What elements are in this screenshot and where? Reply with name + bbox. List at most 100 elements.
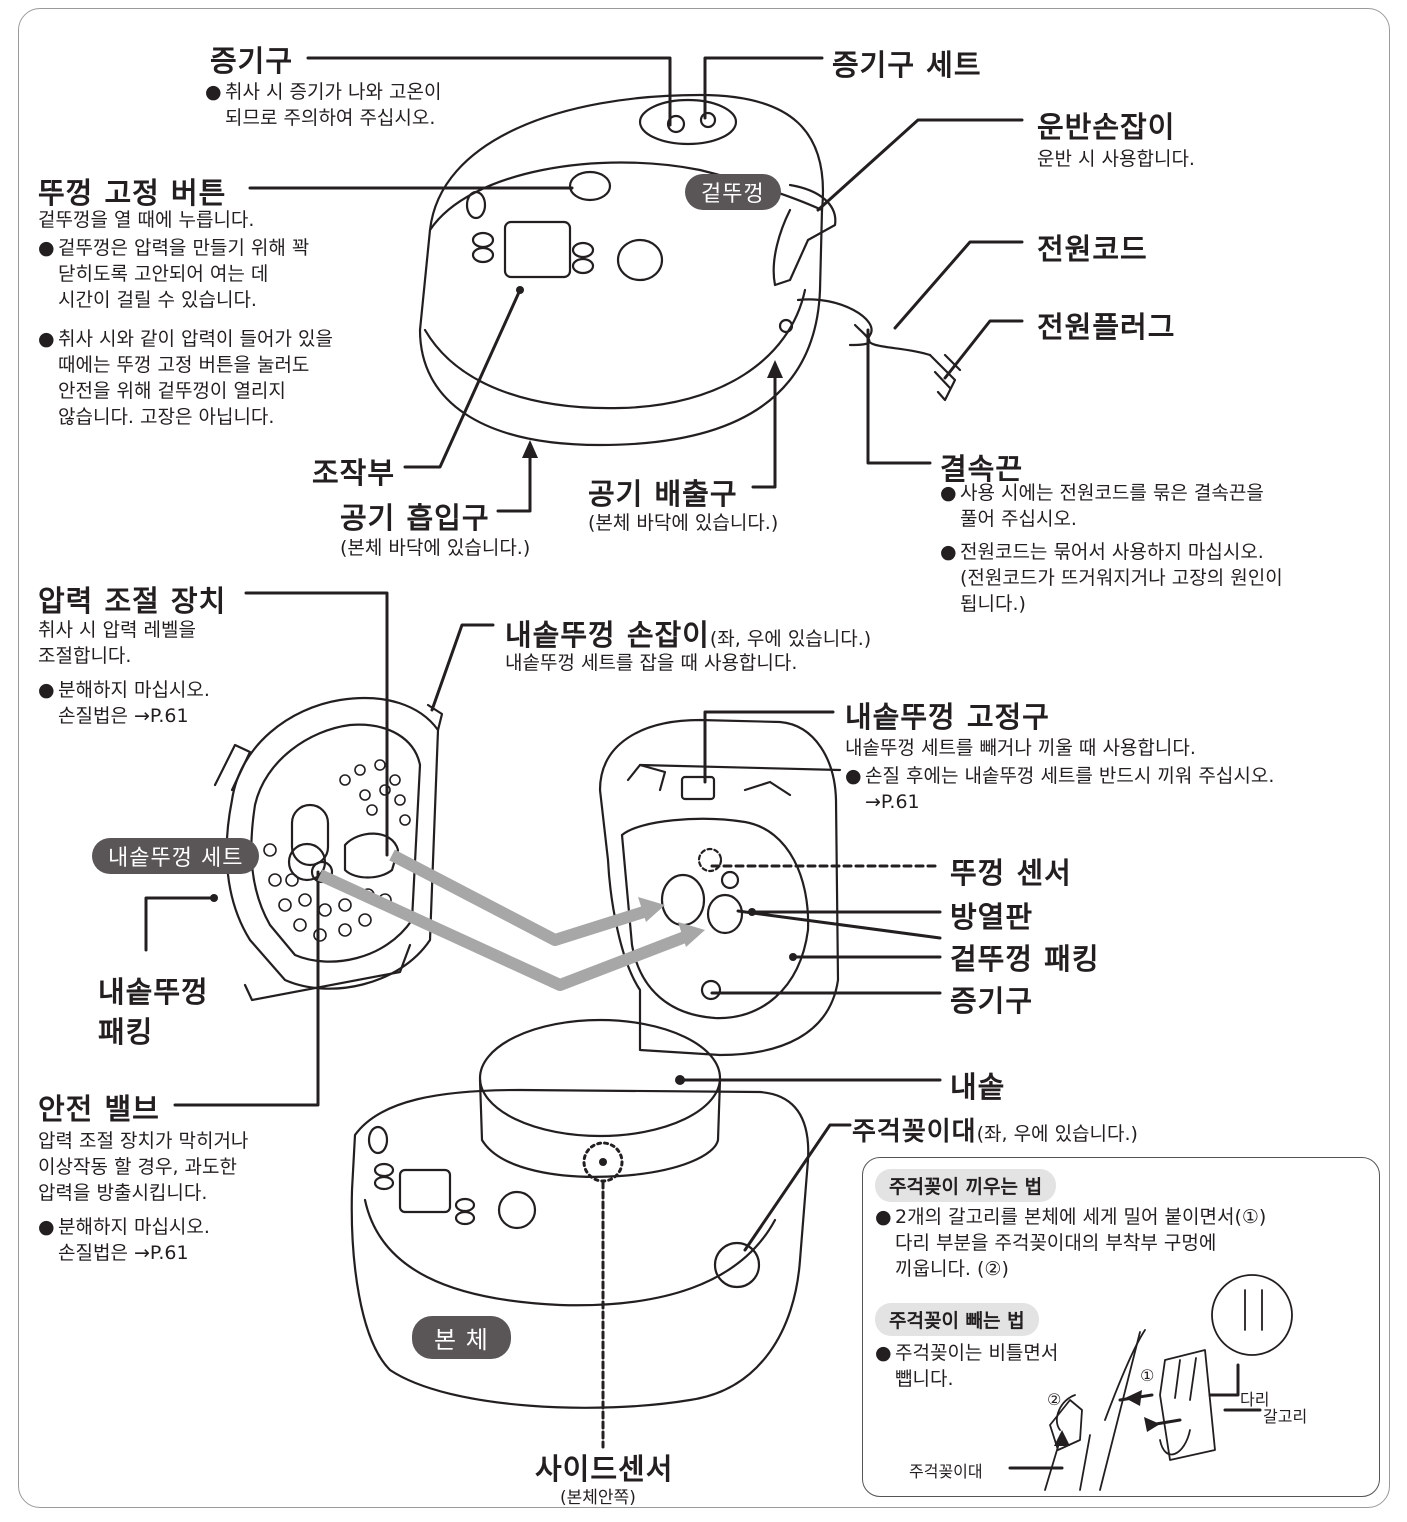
note-line: 끼웁니다. (②): [895, 1258, 1009, 1280]
bullet: ●: [845, 765, 862, 787]
note-line: 취사 시와 같이 압력이 들어가 있을: [58, 328, 333, 350]
note-line: 되므로 주의하여 주십시오.: [225, 107, 436, 129]
desc-line: 이상작동 할 경우, 과도한: [38, 1156, 237, 1178]
tie-note-1: ●사용 시에는 전원코드를 묶은 결속끈을 풀어 주십시오.: [940, 480, 1264, 532]
leader-dots: [210, 286, 797, 1166]
step-2-marker: ②: [1047, 1390, 1062, 1409]
note-line: 취사 시 증기가 나와 고온이: [225, 81, 442, 103]
inner-lid-set-pill: 내솥뚜껑 세트: [92, 838, 260, 874]
steam-port-label: 증기구: [950, 984, 1034, 1018]
body-drawing: [350, 1018, 810, 1409]
inner-lid-holder-note: ●손질 후에는 내솥뚜껑 세트를 반드시 끼워 주십시오. →P.61: [845, 763, 1274, 815]
arrow-heads: [522, 360, 1160, 1446]
inner-lid-holder-label: 내솥뚜껑 고정구: [845, 700, 1050, 734]
inner-lid-holder-desc: 내솥뚜껑 세트를 빼거나 끼울 때 사용합니다.: [845, 737, 1196, 759]
note-line: 손질법은 →P.61: [58, 1242, 189, 1264]
bullet: ●: [875, 1342, 892, 1364]
power-cord-label: 전원코드: [1037, 232, 1148, 266]
steam-vent-set-label: 증기구 세트: [832, 48, 982, 82]
paddle-holder-side: (좌, 우에 있습니다.): [976, 1123, 1138, 1145]
outer-lid-pill: 겉뚜껑: [685, 174, 781, 210]
desc-line: 취사 시 압력 레벨을: [38, 619, 196, 641]
control-panel-label: 조작부: [312, 456, 396, 490]
inner-lid-packing-label: 내솥뚜껑 패킹: [98, 972, 209, 1052]
note-line: 다리 부분을 주걱꽂이대의 부착부 구멍에: [895, 1232, 1217, 1254]
steam-vent-label: 증기구: [210, 44, 294, 78]
side-sensor-desc: (본체안쪽): [560, 1488, 636, 1508]
lid-button-note-1: ●겉뚜껑은 압력을 만들기 위해 꽉 닫히도록 고안되어 여는 데 시간이 걸릴…: [38, 235, 309, 313]
note-line: 뺍니다.: [895, 1368, 954, 1390]
side-sensor-label: 사이드센서: [535, 1452, 674, 1486]
note-line: 않습니다. 고장은 아닙니다.: [58, 406, 275, 428]
carry-handle-desc: 운반 시 사용합니다.: [1037, 148, 1195, 170]
note-line: 사용 시에는 전원코드를 묶은 결속끈을: [960, 482, 1264, 504]
inner-lid-set-drawing: [213, 696, 444, 1002]
desc-line: 압력 조절 장치가 막히거나: [38, 1130, 249, 1152]
hook-label: 갈고리: [1263, 1407, 1308, 1426]
air-exhaust-label: 공기 배출구: [588, 477, 738, 511]
note-line: 분해하지 마십시오.: [58, 1216, 210, 1238]
attach-text: ●2개의 갈고리를 본체에 세게 밀어 붙이면서(①) 다리 부분을 주걱꽂이대…: [875, 1204, 1266, 1282]
paddle-holder-title: 주걱꽂이대: [852, 1117, 977, 1147]
note-line: 전원코드는 묶어서 사용하지 마십시오.: [960, 541, 1264, 563]
note-line: 됩니다.): [960, 593, 1026, 615]
safety-valve-desc: 압력 조절 장치가 막히거나 이상작동 할 경우, 과도한 압력을 방출시킵니다…: [38, 1128, 248, 1206]
body-pill: 본 체: [412, 1316, 511, 1359]
carry-handle-label: 운반손잡이: [1037, 110, 1176, 144]
pressure-regulator-desc: 취사 시 압력 레벨을 조절합니다.: [38, 617, 196, 669]
note-line: (전원코드가 뜨거워지거나 고장의 원인이: [960, 567, 1283, 589]
bullet: ●: [38, 328, 55, 350]
air-exhaust-desc: (본체 바닥에 있습니다.): [588, 512, 779, 534]
paddle-holder-note-box: [862, 1157, 1380, 1497]
air-intake-label: 공기 흡입구: [340, 501, 490, 535]
closed-cooker: [418, 93, 962, 447]
steam-vent-note: ●취사 시 증기가 나와 고온이 되므로 주의하여 주십시오.: [205, 79, 441, 131]
inner-lid-handle-desc: 내솥뚜껑 세트를 잡을 때 사용합니다.: [505, 652, 798, 674]
step-1-marker: ①: [1140, 1366, 1155, 1385]
bullet: ●: [38, 1216, 55, 1238]
tie-note-2: ●전원코드는 묶어서 사용하지 마십시오. (전원코드가 뜨거워지거나 고장의 …: [940, 539, 1283, 617]
air-intake-desc: (본체 바닥에 있습니다.): [340, 537, 531, 559]
bullet: ●: [940, 541, 957, 563]
leg-label: 다리: [1240, 1390, 1270, 1409]
lid-button-note-2: ●취사 시와 같이 압력이 들어가 있을 때에는 뚜껑 고정 버튼을 눌러도 안…: [38, 326, 333, 430]
note-line: 안전을 위해 겉뚜껑이 열리지: [58, 380, 286, 402]
note-line: 풀어 주십시오.: [960, 508, 1077, 530]
inner-lid-handle-label: 내솥뚜껑 손잡이(좌, 우에 있습니다.): [505, 612, 871, 654]
inner-lid-handle-title: 내솥뚜껑 손잡이: [505, 618, 710, 652]
inner-pot-label: 내솥: [950, 1070, 1006, 1104]
note-line: 때에는 뚜껑 고정 버튼을 눌러도: [58, 354, 310, 376]
page-frame: [18, 8, 1390, 1508]
pressure-regulator-label: 압력 조절 장치: [38, 584, 227, 618]
inner-lid-handle-side: (좌, 우에 있습니다.): [709, 628, 872, 650]
bullet: ●: [205, 81, 222, 103]
paddle-holder-sketch: [1044, 1274, 1293, 1491]
open-lid-drawing: [598, 718, 842, 1057]
safety-valve-label: 안전 밸브: [38, 1092, 160, 1126]
note-line: 2개의 갈고리를 본체에 세게 밀어 붙이면서(①): [895, 1206, 1267, 1228]
paddle-holder-label: 주걱꽂이대(좌, 우에 있습니다.): [852, 1111, 1138, 1148]
pressure-regulator-note: ●분해하지 마십시오. 손질법은 →P.61: [38, 677, 210, 729]
power-plug-label: 전원플러그: [1037, 310, 1176, 344]
note-line: →P.61: [865, 791, 920, 813]
lid-button-label: 뚜껑 고정 버튼: [38, 176, 227, 210]
remove-title: 주걱꽂이 빼는 법: [875, 1303, 1039, 1336]
bullet: ●: [875, 1206, 892, 1228]
lid-button-desc: 겉뚜껑을 열 때에 누릅니다.: [38, 209, 255, 231]
outer-lid-packing-label: 겉뚜껑 패킹: [950, 942, 1100, 976]
leader-lines: [144, 56, 1262, 1470]
note-line: 시간이 걸릴 수 있습니다.: [58, 289, 257, 311]
bullet: ●: [38, 679, 55, 701]
note-line: 주걱꽂이는 비틀면서: [895, 1342, 1059, 1364]
bullet: ●: [940, 482, 957, 504]
holder-label: 주걱꽂이대: [909, 1462, 983, 1481]
desc-line: 조절합니다.: [38, 645, 132, 667]
label-line: 내솥뚜껑: [98, 975, 209, 1009]
note-line: 닫히도록 고안되어 여는 데: [58, 263, 269, 285]
safety-valve-note: ●분해하지 마십시오. 손질법은 →P.61: [38, 1214, 210, 1266]
remove-text: ●주걱꽂이는 비틀면서 뺍니다.: [875, 1340, 1058, 1392]
insertion-arrows: [317, 849, 693, 991]
attach-title: 주걱꽂이 끼우는 법: [875, 1169, 1057, 1202]
bullet: ●: [38, 237, 55, 259]
